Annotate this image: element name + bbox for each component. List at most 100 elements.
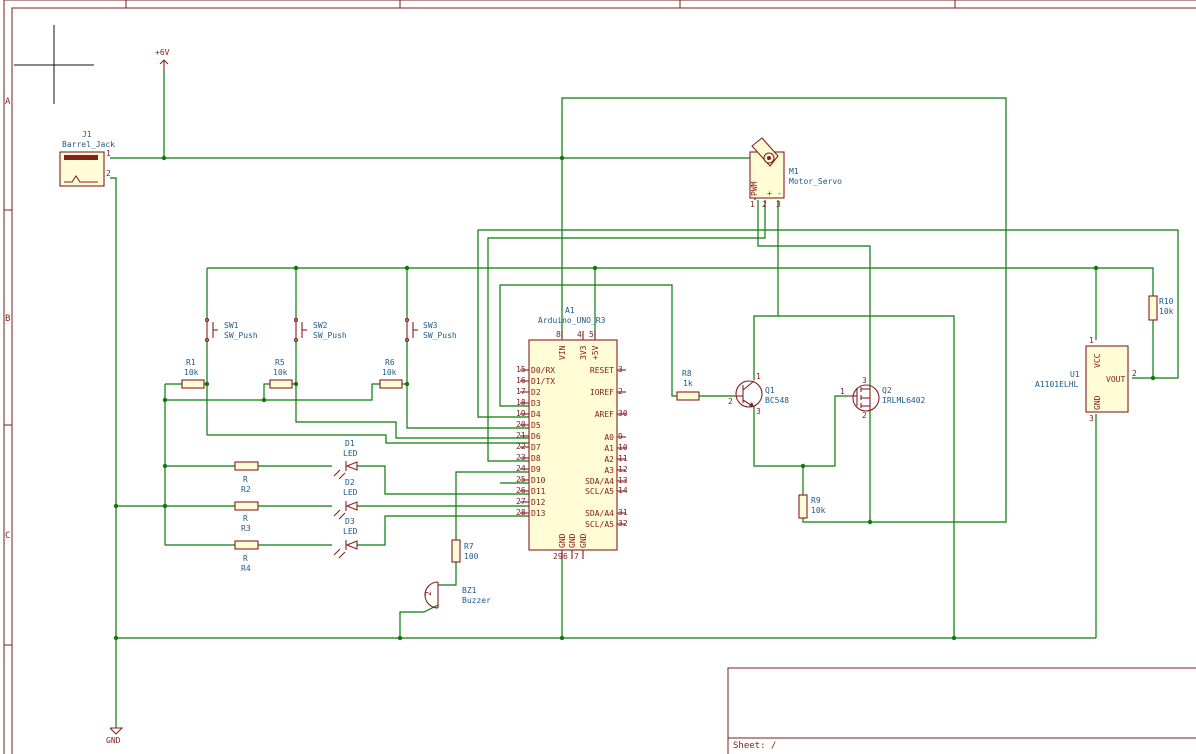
j1-pin-1: 1 bbox=[106, 149, 111, 158]
a1-pin-number: 20 bbox=[516, 420, 526, 429]
component-d2[interactable]: D2 LED bbox=[333, 478, 358, 520]
component-q2[interactable]: 1 3 2 Q2 IRLML6402 bbox=[840, 376, 926, 420]
sw3-ref: SW3 bbox=[423, 321, 438, 330]
r1-ref: R1 bbox=[186, 358, 196, 367]
m1-value: Motor_Servo bbox=[789, 177, 842, 186]
a1-pin-number: 8 bbox=[556, 330, 561, 339]
u1-pin-label-vout: VOUT bbox=[1106, 375, 1125, 384]
component-r2[interactable]: R R2 bbox=[234, 461, 259, 494]
component-j1[interactable]: J1 Barrel_Jack 1 2 bbox=[59, 130, 115, 187]
component-bz1[interactable]: 2 BZ1 Buzzer bbox=[424, 581, 491, 609]
servo-horn-icon bbox=[751, 137, 779, 167]
component-sw3[interactable]: SW3 SW_Push bbox=[404, 317, 457, 343]
component-d3[interactable]: D3 LED bbox=[333, 517, 358, 559]
a1-pin-number: 32 bbox=[618, 519, 628, 528]
d3-ref: D3 bbox=[345, 517, 355, 526]
component-q1[interactable]: 2 1 3 Q1 BC548 bbox=[728, 372, 789, 416]
a1-pin-label: D13 bbox=[531, 509, 546, 518]
component-r6[interactable]: R6 10k bbox=[379, 358, 403, 389]
sw1-ref: SW1 bbox=[224, 321, 239, 330]
component-m1[interactable]: PWM + - 1 2 3 M1 Motor_Servo bbox=[749, 137, 842, 209]
a1-pin-label: D1/TX bbox=[531, 377, 555, 386]
component-r1[interactable]: R1 10k bbox=[181, 358, 205, 389]
r10-value: 10k bbox=[1159, 307, 1174, 316]
a1-pin-label: A1 bbox=[604, 444, 614, 453]
a1-pin-label: GND bbox=[568, 533, 577, 548]
a1-pin-label: D9 bbox=[531, 465, 541, 474]
component-d1[interactable]: D1 LED bbox=[333, 439, 358, 480]
crosshair-cursor-icon bbox=[14, 25, 94, 104]
a1-pin-number: 13 bbox=[618, 476, 628, 485]
a1-pin-number: 10 bbox=[618, 443, 628, 452]
q2-pin-1: 1 bbox=[840, 387, 845, 396]
component-r3[interactable]: R R3 bbox=[234, 501, 259, 533]
sw2-ref: SW2 bbox=[313, 321, 328, 330]
r3-ref: R3 bbox=[241, 524, 251, 533]
m1-pin-label-pwm: PWM bbox=[750, 181, 759, 196]
a1-pin-label: D0/RX bbox=[531, 366, 555, 375]
component-u1[interactable]: VCC VOUT GND 1 2 3 U1 A1101ELHL bbox=[1035, 336, 1137, 423]
q1-ref: Q1 bbox=[765, 386, 775, 395]
a1-pin-label: D6 bbox=[531, 432, 541, 441]
a1-pin-label: D12 bbox=[531, 498, 546, 507]
d2-value: LED bbox=[343, 488, 358, 497]
component-r4[interactable]: R R4 bbox=[234, 540, 259, 573]
a1-pin-number: 26 bbox=[516, 486, 526, 495]
a1-pin-label: SCL/A5 bbox=[585, 487, 614, 496]
bz1-value: Buzzer bbox=[462, 596, 491, 605]
a1-pin-label: GND bbox=[579, 533, 588, 548]
q2-pin-2: 2 bbox=[862, 411, 867, 420]
r2-ref: R2 bbox=[241, 485, 251, 494]
component-r9[interactable]: R9 10k bbox=[798, 494, 826, 519]
a1-pin-label: +5V bbox=[591, 345, 600, 360]
r3-value: R bbox=[243, 514, 248, 523]
d1-value: LED bbox=[343, 449, 358, 458]
a1-pin-number: 3 bbox=[618, 365, 623, 374]
q2-ref: Q2 bbox=[882, 386, 892, 395]
a1-pin-number: 30 bbox=[618, 409, 628, 418]
power-gnd[interactable]: GND bbox=[106, 727, 124, 745]
bz1-pin-2: 2 bbox=[424, 591, 433, 596]
a1-pin-number: 11 bbox=[618, 454, 628, 463]
a1-pin-label: A3 bbox=[604, 466, 614, 475]
q1-pin-3: 3 bbox=[756, 407, 761, 416]
a1-pin-number: 17 bbox=[516, 387, 526, 396]
a1-pin-number: 6 bbox=[563, 552, 568, 561]
a1-pin-number: 19 bbox=[516, 409, 526, 418]
a1-pin-label: A2 bbox=[604, 455, 614, 464]
a1-pin-number: 15 bbox=[516, 365, 526, 374]
row-label-a: A bbox=[5, 97, 11, 107]
r4-ref: R4 bbox=[241, 564, 251, 573]
u1-pin-2: 2 bbox=[1132, 369, 1137, 378]
q1-value: BC548 bbox=[765, 396, 789, 405]
power-plus6v[interactable]: +6V bbox=[155, 48, 170, 70]
component-sw1[interactable]: SW1 SW_Push bbox=[204, 317, 258, 343]
m1-pin-3: 3 bbox=[776, 200, 781, 209]
u1-pin-label-gnd: GND bbox=[1093, 395, 1102, 410]
component-a1[interactable]: A1 Arduino_UNO_R3 D0/RX15D1/TX16D217D318… bbox=[516, 306, 628, 561]
sw3-value: SW_Push bbox=[423, 331, 457, 340]
a1-pin-number: 24 bbox=[516, 464, 526, 473]
component-r5[interactable]: R5 10k bbox=[269, 358, 293, 389]
title-block bbox=[727, 667, 1196, 754]
a1-pin-number: 25 bbox=[516, 475, 526, 484]
r8-value: 1k bbox=[683, 379, 693, 388]
sheet-label: Sheet: / bbox=[733, 741, 776, 751]
r7-ref: R7 bbox=[464, 542, 474, 551]
a1-pin-label: 3V3 bbox=[579, 345, 588, 360]
a1-pin-number: 2 bbox=[618, 387, 623, 396]
component-sw2[interactable]: SW2 SW_Push bbox=[293, 317, 347, 343]
r5-value: 10k bbox=[273, 368, 288, 377]
a1-pin-number: 22 bbox=[516, 442, 526, 451]
d1-ref: D1 bbox=[345, 439, 355, 448]
a1-pin-number: 31 bbox=[618, 508, 628, 517]
component-r10[interactable]: R10 10k bbox=[1148, 295, 1174, 321]
a1-pin-label: D11 bbox=[531, 487, 546, 496]
r10-ref: R10 bbox=[1159, 297, 1174, 306]
component-r8[interactable]: R8 1k bbox=[676, 369, 700, 401]
bz1-ref: BZ1 bbox=[462, 586, 477, 595]
r1-value: 10k bbox=[184, 368, 199, 377]
a1-pin-label: SDA/A4 bbox=[585, 509, 614, 518]
r2-value: R bbox=[243, 475, 248, 484]
component-r7[interactable]: R7 100 bbox=[451, 539, 479, 563]
